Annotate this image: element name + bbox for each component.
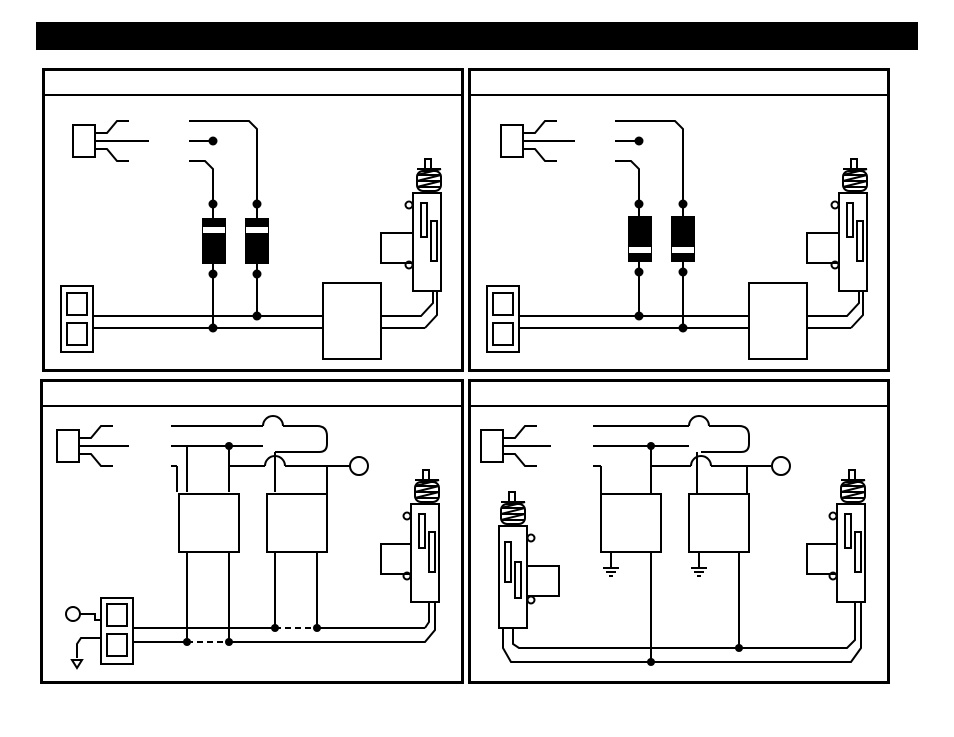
diode-icon — [672, 217, 694, 261]
wiring-diagram-bottom-right — [471, 382, 887, 681]
panel-bottom-left — [40, 379, 464, 684]
connector-plug-icon — [57, 426, 129, 466]
connector-plug-icon — [501, 121, 575, 161]
diode-icon — [629, 217, 651, 261]
relay-module-box-icon — [749, 283, 807, 359]
lock-switch-icon — [487, 286, 519, 352]
connector-plug-icon — [73, 121, 149, 161]
door-lock-actuator-icon — [499, 492, 559, 628]
wiring-diagram-top-right — [471, 71, 887, 369]
lock-switch-icon — [101, 598, 133, 664]
terminal-circle-icon — [66, 607, 80, 621]
header-bar — [36, 22, 918, 50]
door-lock-actuator-icon — [807, 159, 867, 291]
door-lock-actuator-icon — [381, 470, 439, 602]
door-lock-actuator-icon — [807, 470, 865, 602]
wiring-diagram-bottom-left — [43, 382, 461, 681]
panel-bottom-right — [468, 379, 890, 684]
diode-icon — [203, 219, 225, 263]
ground-symbol-icon — [72, 660, 82, 668]
connector-plug-icon — [481, 426, 551, 466]
lock-switch-icon — [61, 286, 93, 352]
panel-top-right — [468, 68, 890, 372]
ground-symbol-icon — [691, 552, 707, 576]
wiring-diagram-top-left — [45, 71, 461, 369]
door-lock-actuator-icon — [381, 159, 441, 291]
relay-module-box-icon — [323, 283, 381, 359]
panel-top-left — [42, 68, 464, 372]
ground-symbol-icon — [603, 552, 619, 576]
diode-icon — [246, 219, 268, 263]
relay-module-box-icon — [689, 494, 749, 552]
relay-module-box-icon — [179, 494, 239, 552]
relay-module-box-icon — [267, 494, 327, 552]
relay-module-box-icon — [601, 494, 661, 552]
